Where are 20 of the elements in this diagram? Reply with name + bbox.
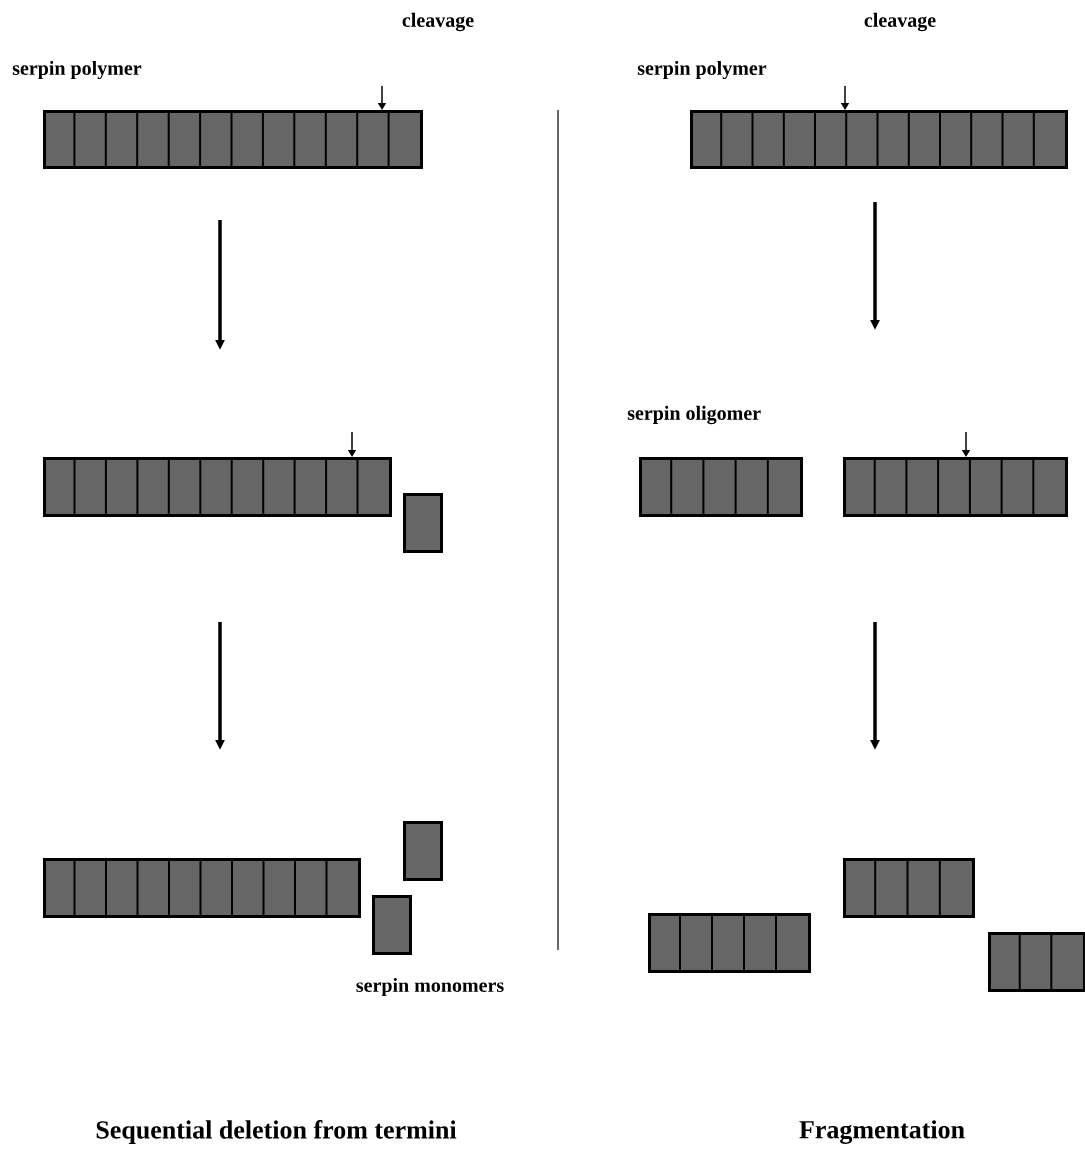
label: serpin monomers	[356, 977, 504, 997]
label: cleavage	[864, 12, 936, 32]
polymer-bar	[843, 857, 975, 918]
caption: Fragmentation	[799, 1120, 965, 1144]
monomer-block	[403, 821, 443, 881]
bar-label: serpin polymer	[12, 60, 142, 80]
monomer-block	[372, 895, 412, 955]
bar-label: serpin oligomer	[627, 405, 761, 425]
bar-label: serpin polymer	[637, 60, 767, 80]
polymer-bar	[43, 456, 392, 517]
polymer-bar	[639, 456, 803, 517]
caption: Sequential deletion from termini	[96, 1120, 457, 1144]
polymer-bar	[988, 931, 1085, 992]
label: cleavage	[402, 12, 474, 32]
monomer-block	[403, 493, 443, 553]
polymer-bar	[648, 912, 811, 973]
polymer-bar	[43, 109, 423, 169]
polymer-bar	[843, 456, 1068, 517]
polymer-bar	[43, 857, 361, 918]
polymer-bar	[690, 109, 1068, 169]
